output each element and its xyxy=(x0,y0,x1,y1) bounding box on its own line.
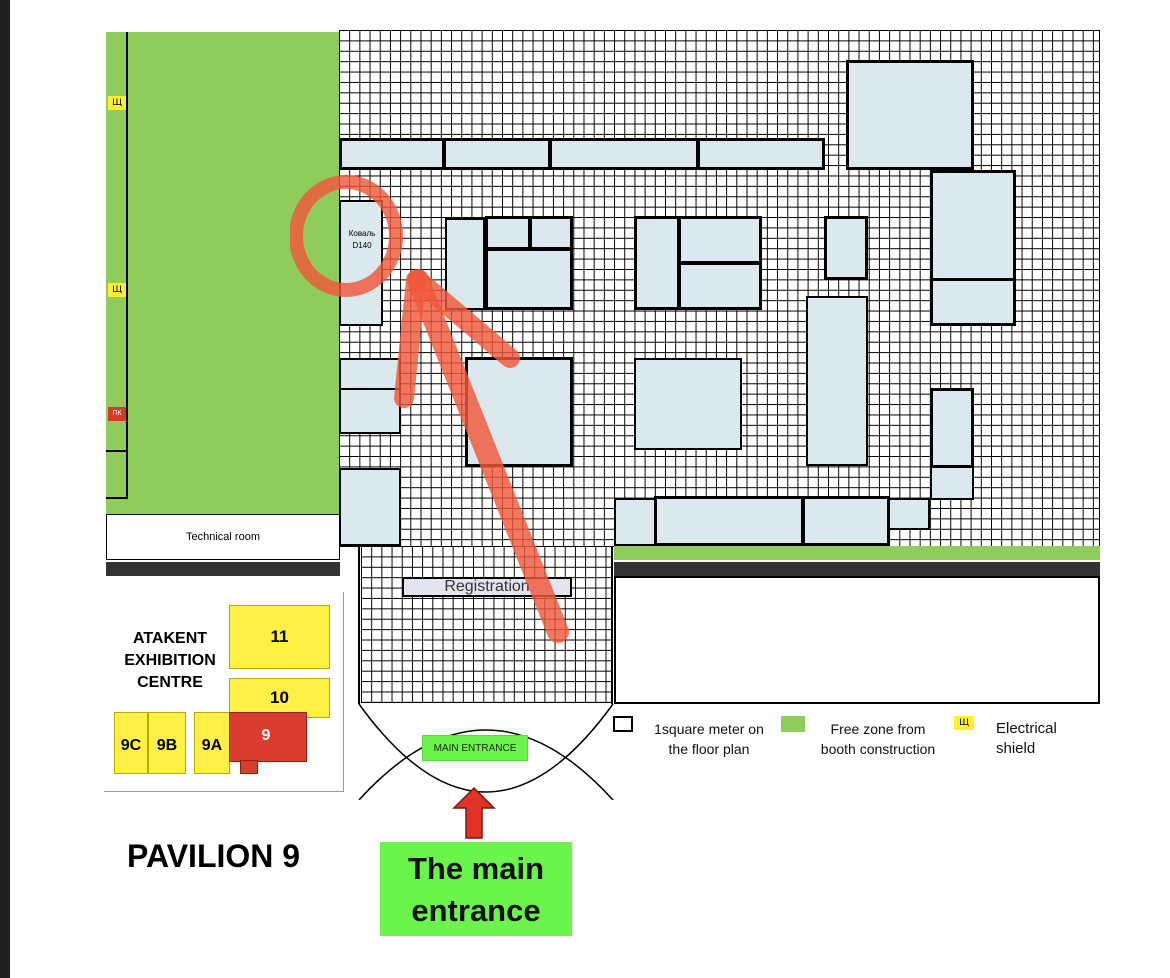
legend-free-zone-text: Free zone from booth construction xyxy=(820,721,936,757)
registration-label: Registration xyxy=(444,578,530,595)
hall-9-label: 9 xyxy=(261,727,271,744)
site-map-inset xyxy=(104,592,344,792)
booth xyxy=(485,216,531,250)
legend-square-text: 1square meter on the floor plan xyxy=(654,721,764,757)
hall-9-annex xyxy=(240,760,258,774)
hall-9b-label: 9B xyxy=(156,737,178,754)
left-edge-bar xyxy=(0,0,10,978)
wall-dark-left xyxy=(106,562,340,576)
booth xyxy=(339,138,445,170)
booth xyxy=(634,216,680,310)
technical-room xyxy=(106,514,340,560)
booth xyxy=(678,262,762,310)
site-map-name-line: ATAKENT xyxy=(132,630,208,647)
fire-hydrant-marker: ПК xyxy=(108,407,126,421)
hall-9c xyxy=(114,712,148,774)
site-map-name-line: EXHIBITION xyxy=(124,652,216,669)
hall-9b xyxy=(148,712,186,774)
booth xyxy=(802,496,890,546)
corridor-wall-right xyxy=(611,546,613,704)
main-entrance-callout: The main entrance xyxy=(380,842,572,936)
highlight-annotation xyxy=(290,175,569,643)
wall-dark-right xyxy=(614,562,1100,576)
hall-11 xyxy=(229,605,330,669)
electrical-shield-marker: Щ xyxy=(108,283,126,297)
legend-shield-text: Electrical shield xyxy=(996,720,1057,757)
arrow-head-right xyxy=(408,270,520,368)
booth xyxy=(485,248,573,310)
booth-highlighted-number: D140 xyxy=(352,241,372,250)
hall-9a-label: 9A xyxy=(201,737,223,754)
booth-highlighted xyxy=(339,200,383,326)
free-zone-right-strip xyxy=(614,546,1100,560)
booth xyxy=(549,138,699,170)
lower-hall-area xyxy=(614,576,1100,704)
free-zone-left-border xyxy=(126,32,128,498)
legend-free-zone-icon xyxy=(781,716,805,732)
booth xyxy=(614,498,656,546)
hall-11-label: 11 xyxy=(270,627,289,646)
booth xyxy=(824,216,868,280)
booth xyxy=(443,138,551,170)
booth xyxy=(806,296,868,466)
legend-shield-icon: Щ xyxy=(954,716,974,730)
hall-9c-label: 9C xyxy=(120,737,142,754)
highlight-circle xyxy=(290,175,403,297)
arrow-head-left xyxy=(394,270,426,408)
hall-9 xyxy=(229,712,307,762)
legend-square-icon xyxy=(613,716,633,732)
entrance-arrow-icon xyxy=(452,786,496,839)
booth xyxy=(634,358,742,450)
booth xyxy=(654,496,804,546)
free-zone-left-bottom-line xyxy=(106,497,128,499)
corridor-wall-left xyxy=(358,546,360,704)
booth xyxy=(846,60,974,170)
booth xyxy=(930,466,974,500)
floor-grid-corridor xyxy=(361,546,612,703)
booth xyxy=(888,498,930,530)
booth xyxy=(930,278,1016,326)
hall-10 xyxy=(229,678,330,718)
pavilion-title: PAVILION 9 xyxy=(127,838,301,874)
main-entrance-sign: MAIN ENTRANCE xyxy=(422,735,528,761)
booth xyxy=(697,138,825,170)
arrow-shaft xyxy=(407,269,569,643)
booth xyxy=(930,388,974,468)
electrical-shield-marker: Щ xyxy=(108,96,126,110)
booth xyxy=(678,216,762,264)
technical-room-label: Technical room xyxy=(186,531,260,543)
booth xyxy=(339,468,401,546)
site-map-name: ATAKENT EXHIBITION CENTRE xyxy=(110,628,230,694)
hall-10-label: 10 xyxy=(270,688,289,707)
site-map-name-line: CENTRE xyxy=(137,674,203,691)
free-zone-left-step xyxy=(106,450,128,452)
booth xyxy=(339,388,401,434)
booth-highlighted-name: Коваль xyxy=(348,229,376,238)
booth xyxy=(930,170,1016,282)
